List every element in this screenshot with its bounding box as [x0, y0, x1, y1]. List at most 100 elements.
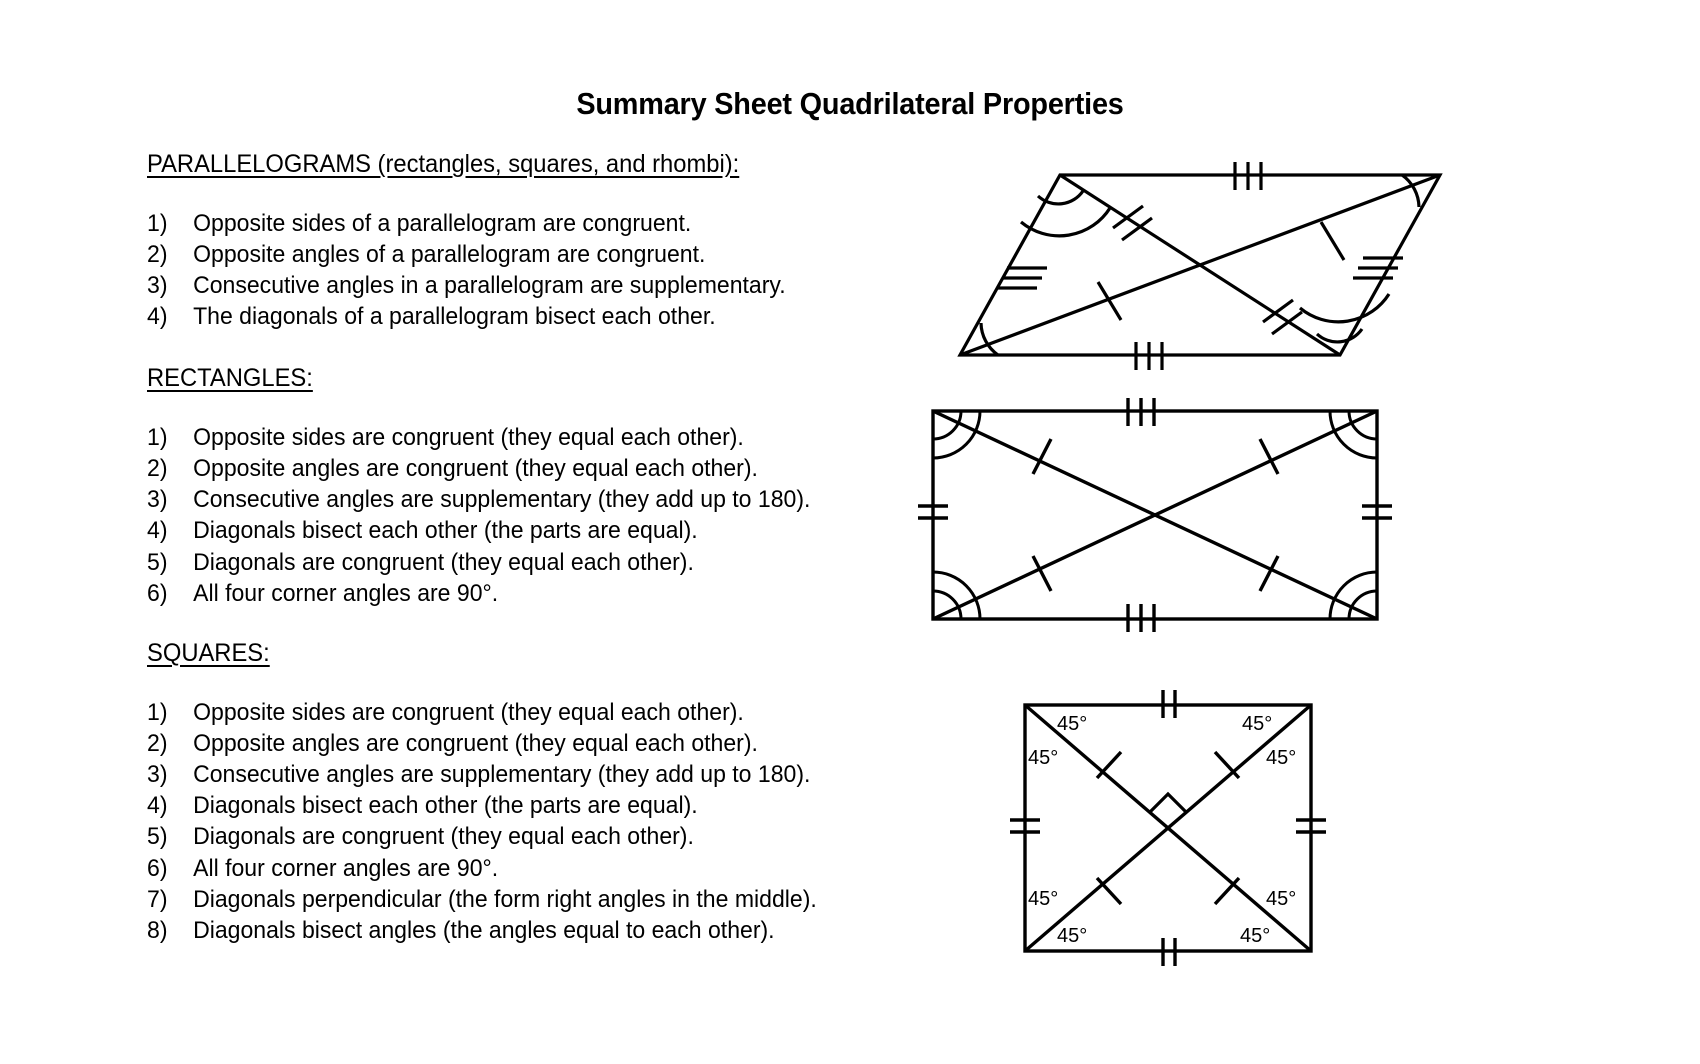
angle-arc-top-left — [1019, 190, 1112, 238]
rectangle-diagram — [918, 398, 1392, 632]
tick-diagonal-bd-left-single — [1096, 281, 1123, 321]
tick-right-double — [1296, 818, 1326, 834]
list-item-number: 1) — [147, 423, 168, 451]
list-item-text: Opposite sides are congruent (they equal… — [193, 698, 744, 726]
tick-bottom-triple — [1126, 604, 1156, 632]
list-item-text: Diagonals bisect each other (the parts a… — [193, 792, 698, 820]
angle-arc-top-right — [1401, 173, 1421, 208]
tick-left-double — [1010, 818, 1040, 834]
list-item: 1) Opposite sides are congruent (they equ… — [147, 697, 905, 728]
tick-right-double — [1362, 504, 1392, 520]
list-item: 5)Diagonals are congruent (they equal ea… — [147, 821, 905, 852]
list-item-number: 6) — [147, 854, 168, 882]
diagonal-tr-bl — [1023, 703, 1313, 953]
list-item: 5)Diagonals are congruent (they equal ea… — [147, 547, 905, 578]
list-item-number: 4) — [147, 517, 168, 545]
tick-top-double — [1161, 690, 1177, 718]
tick-right-triple — [1353, 256, 1403, 280]
angle-label-bottom-right-lower: 45° — [1240, 925, 1270, 947]
angle-arc-bottom-right — [1298, 293, 1391, 344]
list-item-text: The diagonals of a parallelogram bisect … — [193, 303, 716, 331]
square-diagram: 45° 45° 45° 45° 45° 45° 45° 45° — [1010, 690, 1326, 966]
list-item-number: 1) — [147, 209, 168, 237]
right-angle-marker-icon — [1148, 791, 1188, 814]
list-item: 6) All four corner angles are 90°. — [147, 853, 905, 884]
property-list-parallelograms: 1) Opposite sides of a parallelogram are … — [147, 208, 937, 333]
tick-bottom-triple — [1134, 342, 1164, 370]
angle-label-top-left-upper: 45° — [1057, 713, 1087, 735]
list-item-number: 2) — [147, 455, 168, 483]
list-item: 4) Diagonals bisect each other (the parts… — [147, 790, 905, 821]
tick-left-triple — [997, 266, 1047, 290]
section-parallelograms: PARALLELOGRAMS (rectangles, squares, and… — [147, 150, 937, 332]
section-heading-parallelograms: PARALLELOGRAMS (rectangles, squares, and… — [147, 150, 740, 178]
list-item: 2) Opposite angles of a parallelogram are… — [147, 239, 905, 270]
tick-bottom-double — [1161, 938, 1177, 966]
tick-top-triple — [1126, 398, 1156, 426]
section-heading-squares: SQUARES: — [147, 639, 270, 668]
tick-diagonal-bl-half — [1095, 876, 1123, 906]
section-rectangles: RECTANGLES: 1)Opposite sides are congrue… — [147, 364, 937, 609]
list-item-text: All four corner angles are 90°. — [193, 579, 499, 607]
diagonal-tr-bl — [932, 409, 1378, 621]
list-item-number: 3) — [147, 486, 168, 514]
tick-diagonal-ac-lower-double — [1262, 298, 1303, 336]
tick-diagonal-tl-half — [1095, 750, 1123, 780]
angle-label-top-left-lower: 45° — [1028, 747, 1058, 769]
angle-label-bottom-left-lower: 45° — [1057, 925, 1087, 947]
list-item-number: 4) — [147, 303, 168, 331]
angle-arc-top-right — [1328, 410, 1378, 460]
angle-label-top-right-upper: 45° — [1242, 713, 1272, 735]
list-item: 1) Opposite sides of a parallelogram are … — [147, 208, 905, 239]
list-item: 8) Diagonals bisect angles (the angles eq… — [147, 915, 905, 946]
list-item-number: 3) — [147, 271, 168, 299]
list-item: 2)Opposite angles are congruent (they eq… — [147, 453, 905, 484]
tick-diagonal-tr-half — [1213, 750, 1241, 780]
angle-arc-bottom-right — [1328, 570, 1378, 620]
angle-label-bottom-left-upper: 45° — [1028, 888, 1058, 910]
property-list-squares: 1) Opposite sides are congruent (they equ… — [147, 697, 937, 947]
list-item-number: 5) — [147, 823, 168, 851]
list-item-text: Opposite sides are congruent (they equal… — [193, 423, 744, 451]
list-item: 4) The diagonals of a parallelogram bisec… — [147, 301, 905, 332]
page-title: Summary Sheet Quadrilateral Properties — [576, 86, 1124, 121]
tick-diagonal-bd-right-single — [1319, 221, 1346, 261]
list-item: 6) All four corner angles are 90°. — [147, 578, 905, 609]
tick-left-double — [918, 504, 948, 520]
tick-diagonal-br-half — [1258, 555, 1280, 592]
list-item-text: Diagonals bisect each other (the parts a… — [193, 517, 698, 545]
list-item: 3) Consecutive angles are supplementary (… — [147, 484, 905, 515]
list-item: 7) Diagonals perpendicular (the form righ… — [147, 884, 905, 915]
list-item-number: 4) — [147, 792, 168, 820]
tick-top-triple — [1233, 162, 1263, 190]
list-item-text: Opposite sides of a parallelogram are co… — [193, 209, 692, 237]
list-item-text: Opposite angles of a parallelogram are c… — [193, 240, 706, 268]
list-item-text: Consecutive angles are supplementary (th… — [193, 486, 811, 514]
list-item: 1) Opposite sides are congruent (they equ… — [147, 422, 905, 453]
list-item-number: 1) — [147, 698, 168, 726]
list-item-number: 6) — [147, 579, 168, 607]
list-item-number: 7) — [147, 885, 168, 913]
property-list-rectangles: 1) Opposite sides are congruent (they equ… — [147, 422, 937, 609]
tick-diagonal-ac-upper-double — [1112, 204, 1153, 242]
diagonal-bd — [959, 173, 1441, 357]
tick-diagonal-tl-half — [1031, 438, 1053, 475]
angle-arc-bottom-left — [979, 322, 999, 357]
section-squares: SQUARES: 1) Opposite sides are congruent … — [147, 639, 937, 946]
tick-diagonal-br-half — [1213, 876, 1241, 906]
list-item-text: Consecutive angles are supplementary (th… — [193, 760, 811, 788]
list-item: 2)Opposite angles are congruent (they eq… — [147, 728, 905, 759]
angle-arc-bottom-left — [932, 570, 982, 620]
properties-column: PARALLELOGRAMS (rectangles, squares, and… — [147, 150, 937, 946]
list-item: 3)Consecutive angles in a parallelogram … — [147, 270, 905, 301]
angle-label-bottom-right-upper: 45° — [1266, 888, 1296, 910]
angle-arc-top-left — [932, 410, 982, 460]
list-item-text: All four corner angles are 90°. — [193, 854, 499, 882]
list-item-text: Diagonals bisect angles (the angles equa… — [193, 916, 775, 944]
list-item: 3)Consecutive angles are supplementary (… — [147, 759, 905, 790]
list-item-number: 2) — [147, 240, 168, 268]
list-item-text: Diagonals perpendicular (the form right … — [193, 885, 817, 913]
list-item: 4) Diagonals bisect each other (the parts… — [147, 515, 905, 546]
list-item-number: 8) — [147, 916, 168, 944]
